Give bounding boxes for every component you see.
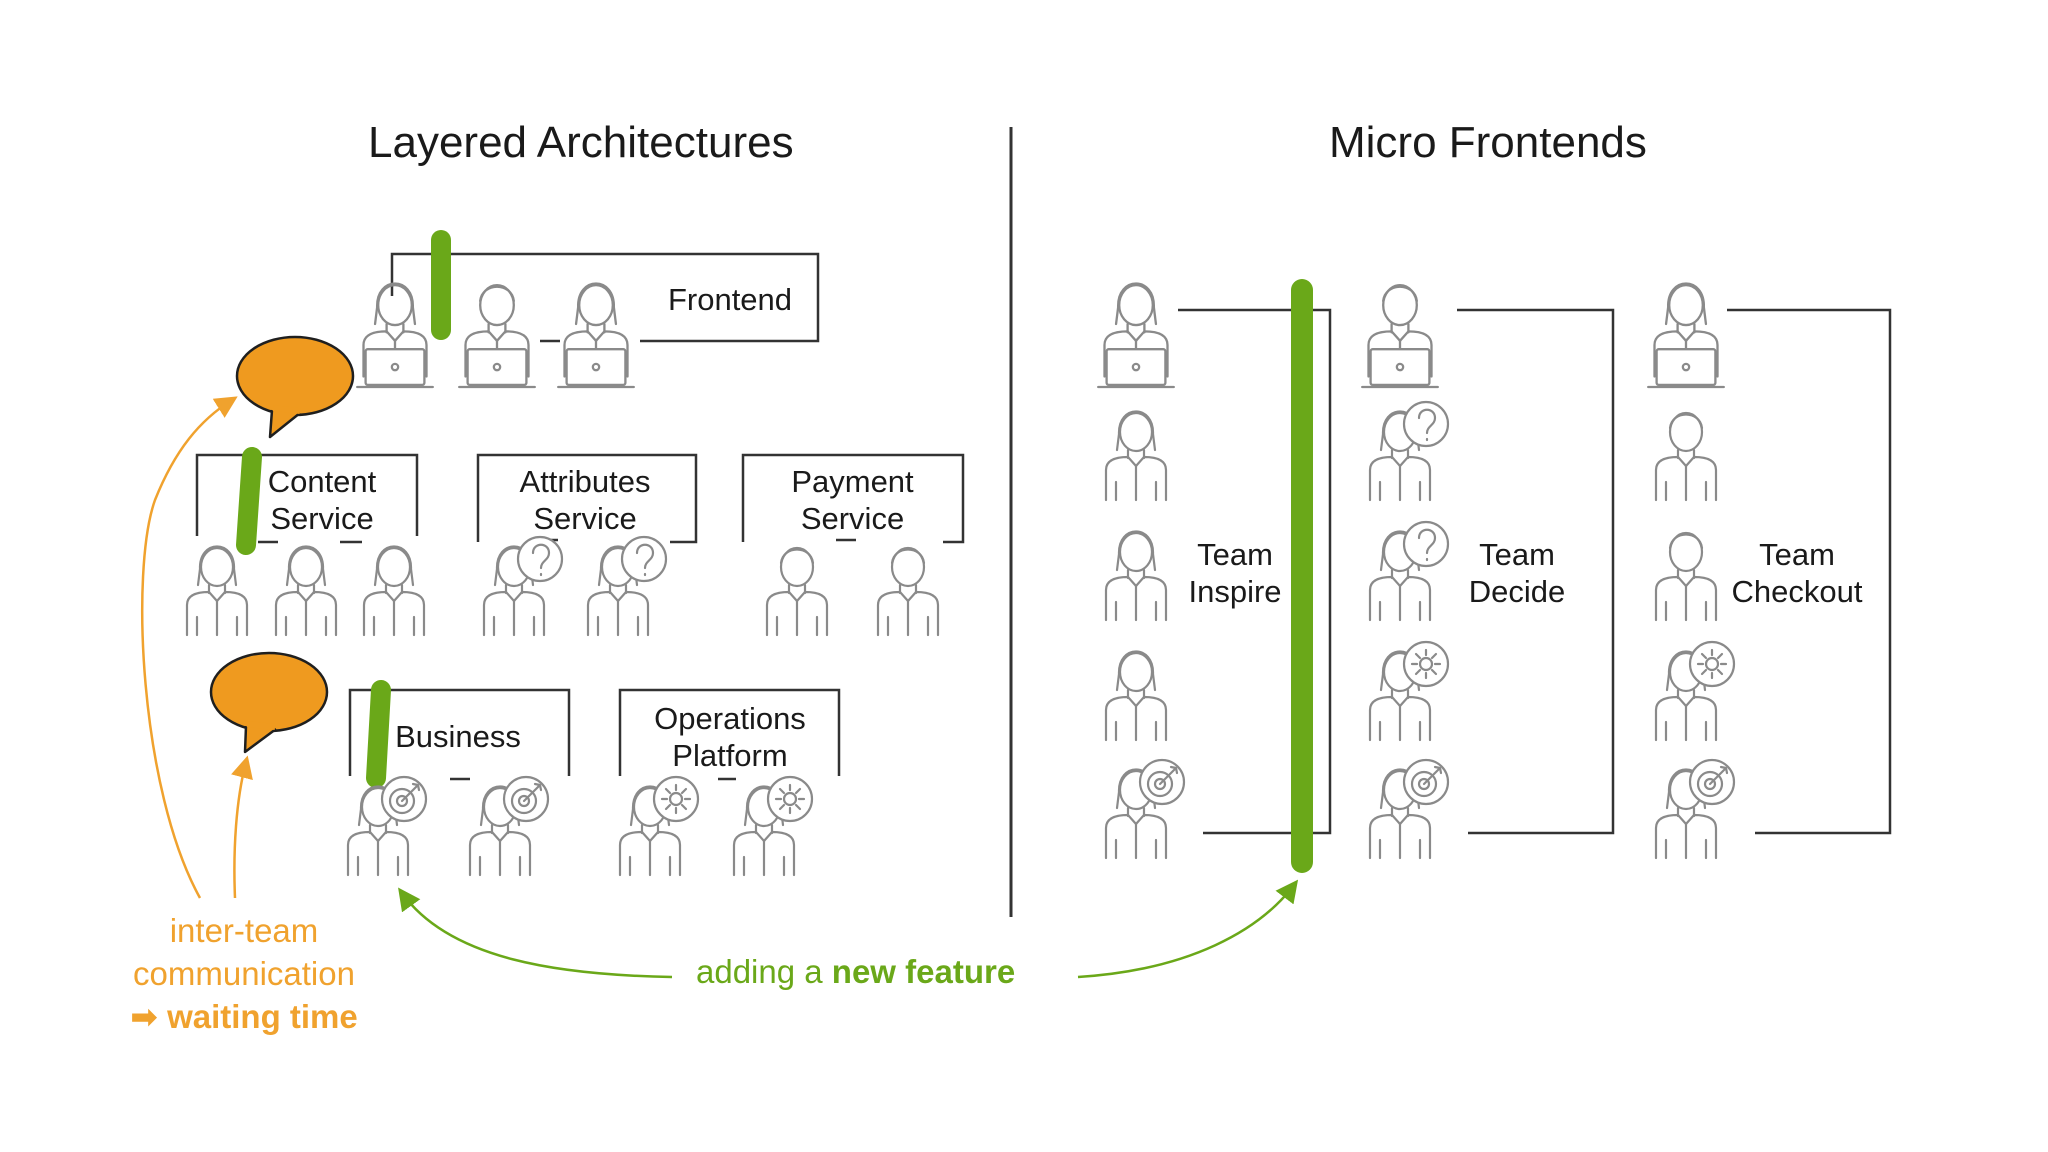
person-icon (1654, 531, 1718, 622)
target-bubble-icon (1138, 758, 1186, 806)
payment-service-box (741, 453, 965, 544)
team-decide-label: Team Decide (1462, 536, 1572, 610)
feature-bold: new feature (831, 953, 1016, 990)
team-inspire-label: Team Inspire (1180, 536, 1290, 610)
person-icon (346, 775, 428, 877)
person-icon (362, 545, 426, 637)
person-laptop-icon (1647, 282, 1725, 389)
gear-bubble-icon (1402, 640, 1450, 688)
person-laptop-icon (1097, 282, 1175, 389)
team-decide-line-1: Team (1479, 537, 1555, 572)
payment-service-line-1: Payment (791, 464, 914, 499)
operations-platform-line-1: Operations (654, 701, 806, 736)
person-icon (586, 535, 668, 637)
team-checkout-label: Team Checkout (1722, 536, 1872, 610)
gear-bubble-icon (766, 775, 814, 823)
attributes-service-label: Attributes Service (510, 463, 660, 537)
question-bubble-icon (516, 535, 564, 583)
person-icon (1654, 411, 1718, 502)
team-decide-box (1457, 308, 1615, 835)
person-laptop-icon (557, 282, 635, 389)
frontend-label: Frontend (667, 282, 793, 317)
person-icon (1104, 758, 1186, 860)
target-bubble-icon (1688, 758, 1736, 806)
business-label: Business (395, 719, 521, 754)
content-service-label: Content Service (252, 463, 392, 537)
speech-bubble-icon (235, 335, 355, 439)
business-team-box (348, 688, 571, 776)
person-icon (185, 545, 249, 637)
question-bubble-icon (1402, 400, 1450, 448)
team-checkout-line-1: Team (1759, 537, 1835, 572)
team-inspire-box (1178, 308, 1332, 835)
waiting-time-text: waiting time (167, 998, 358, 1035)
micro-frontends-title: Micro Frontends (1329, 118, 1647, 167)
person-icon (732, 775, 814, 877)
gear-bubble-icon (1688, 640, 1736, 688)
inter-team-arrow-bottom (231, 755, 253, 899)
note-line-1: inter-team (169, 912, 319, 949)
person-icon (1368, 520, 1450, 622)
content-service-box (195, 453, 419, 536)
target-bubble-icon (380, 775, 428, 823)
frontend-team-box (390, 252, 820, 343)
person-laptop-icon (356, 282, 434, 389)
payment-service-line-2: Service (800, 501, 905, 536)
team-inspire-line-2: Inspire (1188, 574, 1282, 609)
operations-platform-line-2: Platform (672, 738, 788, 773)
gear-bubble-icon (652, 775, 700, 823)
team-checkout-line-2: Checkout (1731, 574, 1863, 609)
feature-caption: adding a new feature (696, 953, 1015, 991)
inter-team-note: inter-team communication ➡ waiting time (112, 909, 376, 1038)
arrow-right-icon: ➡ (130, 998, 158, 1035)
person-laptop-icon (1361, 283, 1439, 389)
feature-prefix: adding a (696, 953, 823, 990)
attributes-service-line-2: Service (533, 501, 637, 536)
question-bubble-icon (620, 535, 668, 583)
person-icon (1654, 758, 1736, 860)
person-laptop-icon (458, 283, 536, 389)
person-icon (1368, 640, 1450, 742)
feature-arrow-right (1077, 879, 1299, 979)
person-icon (274, 545, 338, 637)
person-icon (482, 535, 564, 637)
layered-architectures-title: Layered Architectures (368, 118, 794, 167)
content-service-line-2: Service (270, 501, 374, 536)
question-bubble-icon (1402, 520, 1450, 568)
person-icon (1104, 650, 1168, 742)
person-icon (1104, 530, 1168, 622)
target-bubble-icon (1402, 758, 1450, 806)
target-bubble-icon (502, 775, 550, 823)
person-icon (1368, 400, 1450, 502)
attributes-service-line-1: Attributes (519, 464, 651, 499)
person-icon (1368, 758, 1450, 860)
person-icon (876, 546, 940, 637)
note-line-3: ➡ waiting time (112, 995, 376, 1038)
team-checkout-box (1727, 308, 1892, 835)
team-inspire-line-1: Team (1197, 537, 1273, 572)
person-icon (765, 546, 829, 637)
speech-bubble-icon (209, 651, 329, 754)
person-icon (468, 775, 550, 877)
content-service-line-1: Content (267, 464, 377, 499)
team-decide-line-2: Decide (1468, 574, 1566, 609)
attributes-service-box (476, 453, 698, 544)
feature-bar (236, 447, 262, 555)
payment-service-label: Payment Service (780, 463, 925, 537)
people-group (185, 282, 1736, 877)
operations-platform-box (618, 688, 841, 776)
person-icon (618, 775, 700, 877)
feature-arrow-left (398, 887, 673, 979)
inter-team-arrow-top (140, 396, 238, 899)
note-line-2: communication (133, 955, 355, 992)
operations-platform-label: Operations Platform (645, 700, 815, 774)
person-icon (1654, 640, 1736, 742)
feature-bar (366, 680, 391, 788)
person-icon (1104, 410, 1168, 502)
